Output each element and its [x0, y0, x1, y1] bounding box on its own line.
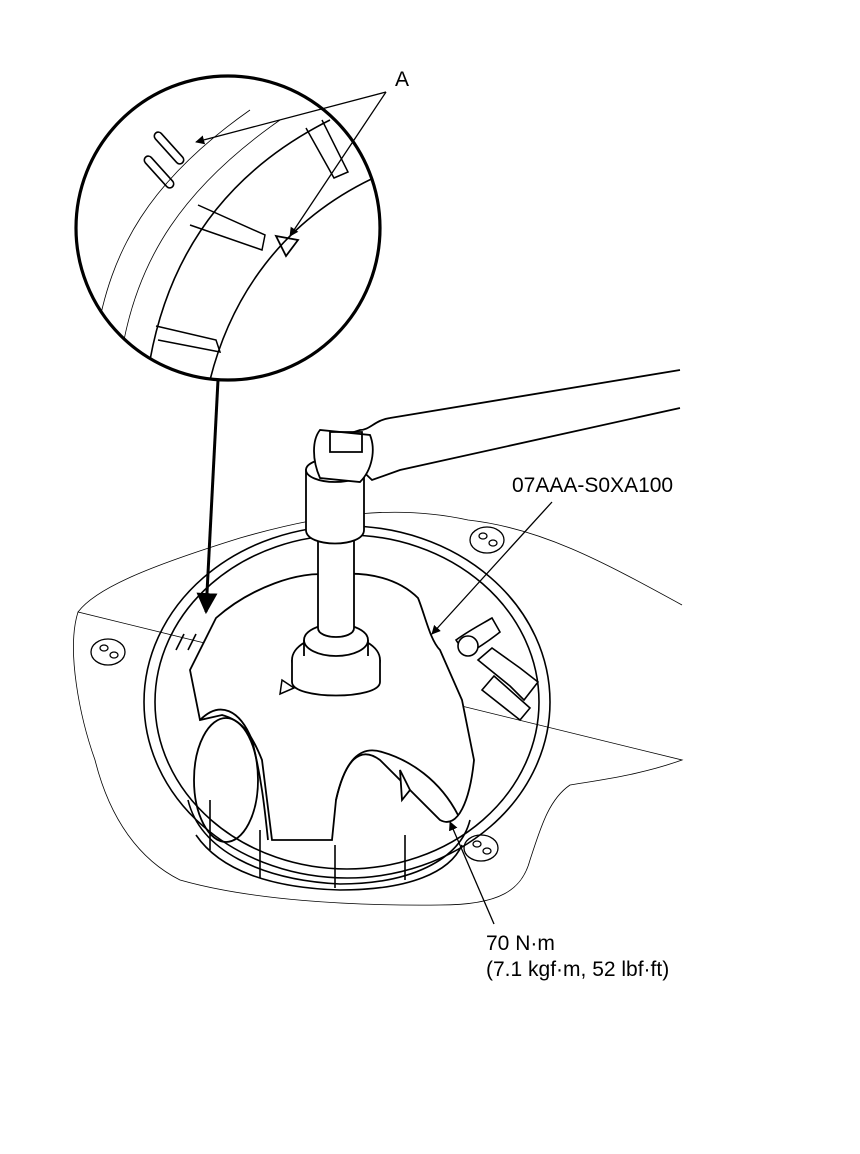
inset-leader-arrow — [196, 379, 220, 615]
torque-spec-imperial: (7.1 kgf·m, 52 lbf·ft) — [486, 958, 670, 981]
torque-callout-leader — [449, 821, 495, 925]
torque-wrench — [313, 369, 681, 483]
fuel-line-connector — [454, 616, 540, 722]
special-tool-part-number: 07AAA-S0XA100 — [512, 474, 674, 497]
detail-inset — [74, 74, 382, 382]
bolt-hole-top-right — [469, 526, 505, 554]
torque-spec-metric: 70 N·m — [486, 932, 555, 955]
bolt-hole-left — [90, 638, 126, 666]
bolt-hole-bottom-right — [463, 834, 499, 862]
socket-base — [291, 623, 381, 697]
special-tool-body — [189, 572, 475, 843]
callout-a-leaders — [195, 91, 387, 237]
mounting-plate-outline — [73, 511, 684, 906]
tool-callout-leader — [431, 501, 553, 635]
ring-alignment-marks — [175, 633, 197, 651]
tool-triangle-mark — [279, 678, 296, 696]
callout-a-label: A — [395, 68, 410, 91]
